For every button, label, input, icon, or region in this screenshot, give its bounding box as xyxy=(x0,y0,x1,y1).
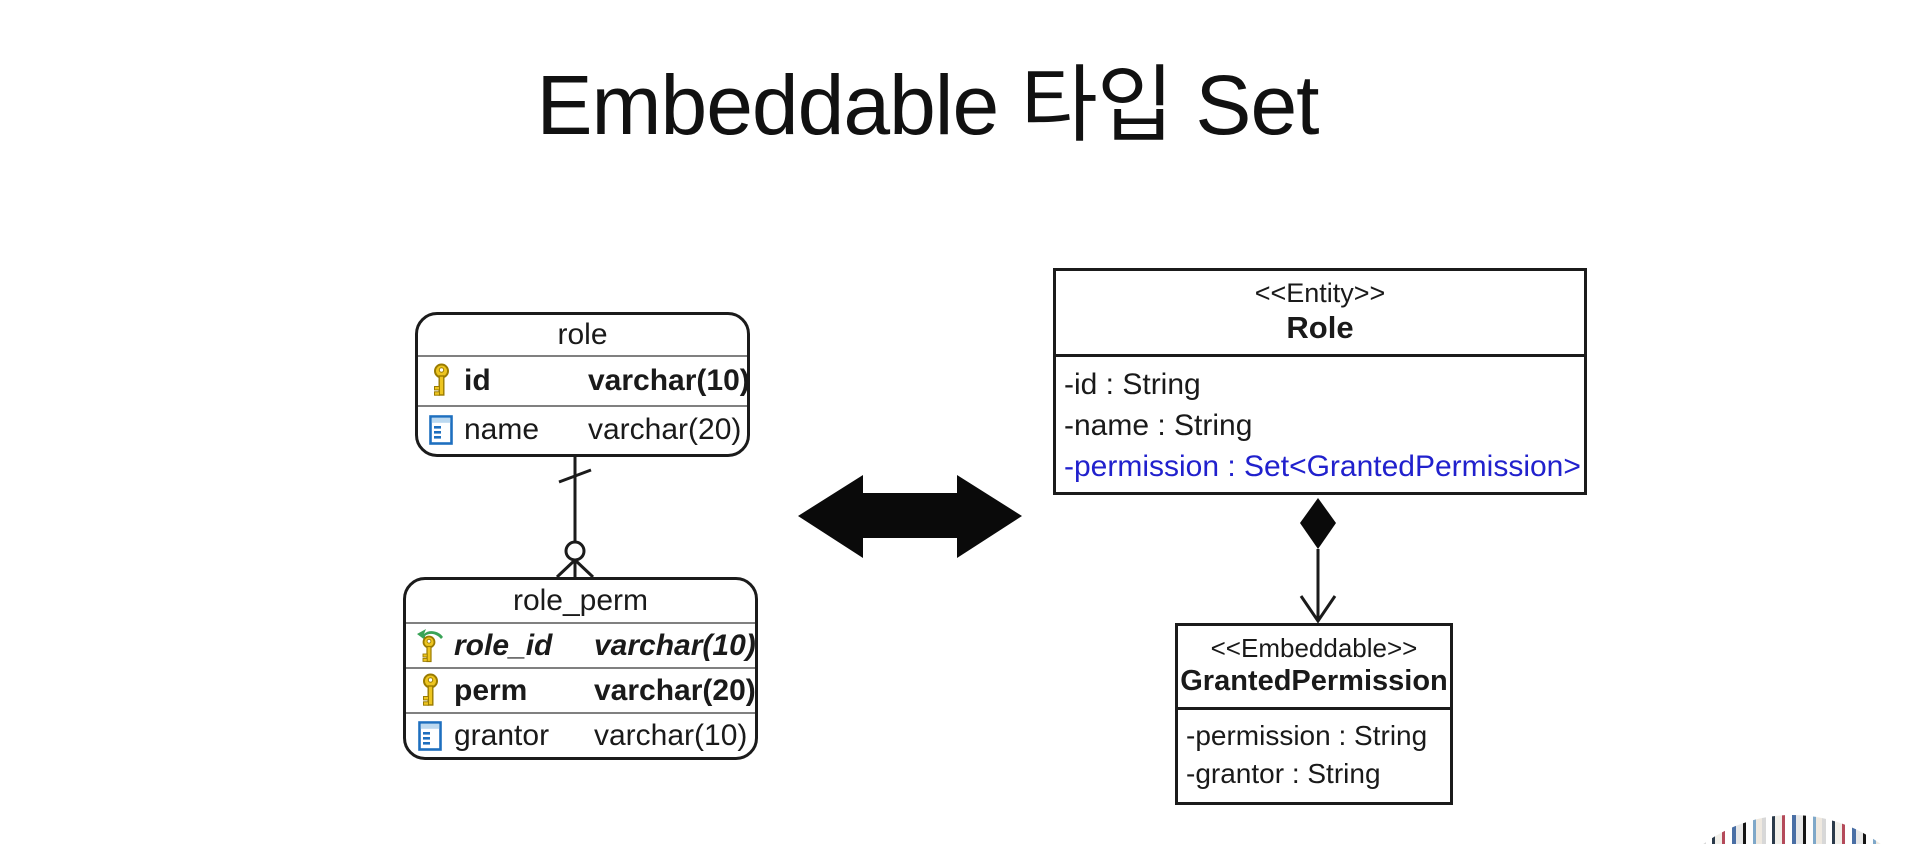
column-type: varchar(10) xyxy=(594,628,756,662)
table-row: name varchar(20) xyxy=(418,407,747,455)
column-type: varchar(20) xyxy=(594,673,756,707)
primary-key-icon xyxy=(418,363,464,398)
composition-connector xyxy=(1299,498,1337,624)
class-name: Role xyxy=(1286,310,1354,345)
uml-class-header: <<Entity>> Role xyxy=(1056,271,1584,358)
column-type: varchar(10) xyxy=(594,718,748,752)
stereotype-label: <<Embeddable>> xyxy=(1210,633,1418,663)
attribute-list: -id : String -name : String -permission … xyxy=(1056,357,1584,487)
attribute: -permission : Set<GrantedPermission> xyxy=(1064,450,1581,484)
table-title: role xyxy=(418,315,747,357)
table-row: perm varchar(20) xyxy=(406,669,755,714)
class-name: GrantedPermission xyxy=(1180,665,1448,697)
column-name: name xyxy=(464,413,540,447)
attribute: -grantor : String xyxy=(1186,757,1381,789)
column-icon xyxy=(418,415,464,446)
column-type: varchar(20) xyxy=(588,413,742,447)
uml-class-role: <<Entity>> Role -id : String -name : Str… xyxy=(1053,268,1587,495)
attribute: -permission : String xyxy=(1186,719,1428,751)
table-title: role_perm xyxy=(406,580,755,624)
uml-class-granted-permission: <<Embeddable>> GrantedPermission -permis… xyxy=(1175,623,1453,805)
page-title: Embeddable 타입 Set xyxy=(536,58,1320,152)
books-collage-photo xyxy=(1642,815,1920,844)
column-name: perm xyxy=(454,673,528,707)
primary-key-icon xyxy=(406,673,454,708)
uml-class-header: <<Embeddable>> GrantedPermission xyxy=(1178,626,1450,710)
column-icon xyxy=(406,720,454,751)
table-row: role_id varchar(10) xyxy=(406,624,755,669)
attribute: -name : String xyxy=(1064,409,1253,443)
er-table-role-perm: role_perm role_id varchar(10) xyxy=(403,577,758,760)
attribute: -id : String xyxy=(1064,368,1201,402)
attribute-list: -permission : String -grantor : String xyxy=(1178,710,1450,793)
table-row: id varchar(10) xyxy=(418,357,747,407)
column-name: role_id xyxy=(454,628,553,662)
double-arrow-icon xyxy=(798,475,1022,558)
table-row: grantor varchar(10) xyxy=(406,714,755,757)
stereotype-label: <<Entity>> xyxy=(1254,278,1386,308)
column-type: varchar(10) xyxy=(588,363,750,397)
column-name: grantor xyxy=(454,718,550,752)
foreign-key-icon xyxy=(406,628,454,663)
one-to-many-connector xyxy=(555,457,595,579)
column-name: id xyxy=(464,363,491,397)
er-table-role: role id varchar(10) xyxy=(415,312,750,457)
